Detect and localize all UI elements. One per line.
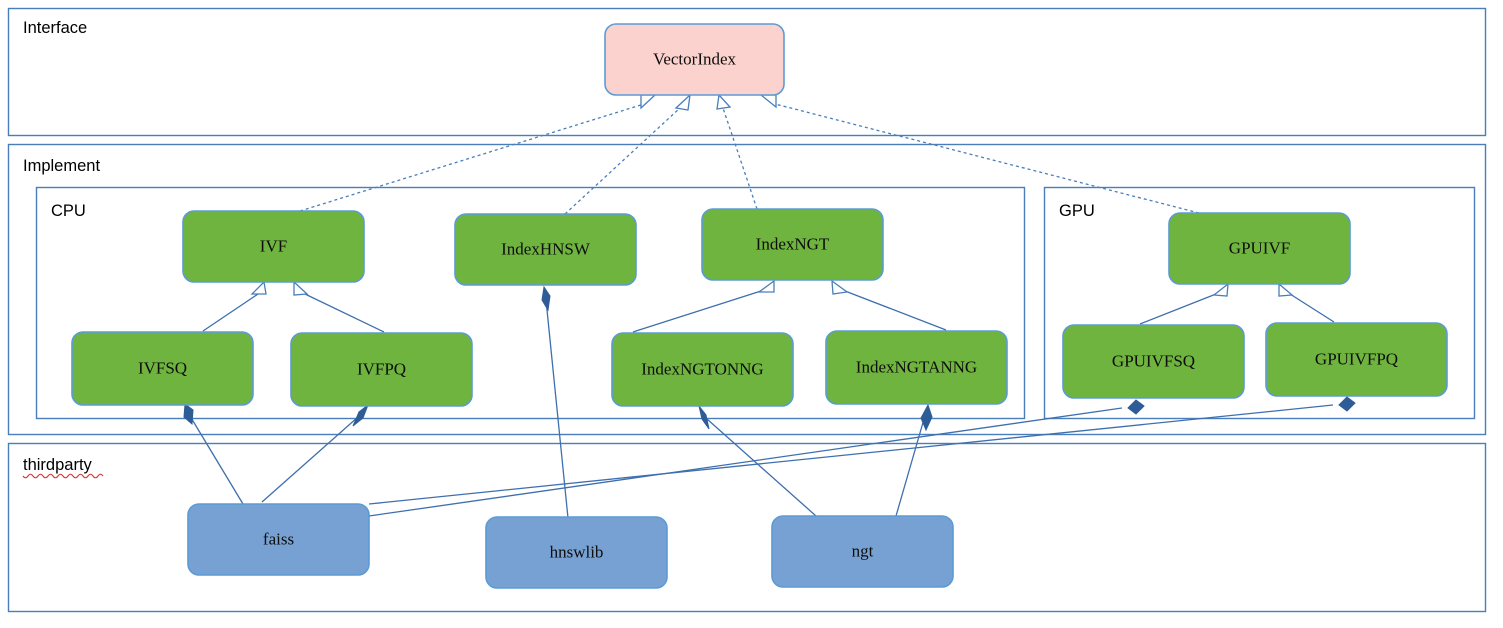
diamond-faiss-to-gpuivfpq xyxy=(1338,396,1356,412)
node-gpuivfsq[interactable]: GPUIVFSQ xyxy=(1062,324,1245,399)
node-box-gpuivfpq[interactable] xyxy=(1265,322,1448,397)
node-box-ivfpq[interactable] xyxy=(290,332,473,407)
arrowhead-ivfpq-to-ivf xyxy=(293,280,309,296)
edge-ngt-to-indexngtanng xyxy=(895,418,925,517)
node-indexngtonng[interactable]: IndexNGTONNG xyxy=(611,332,794,407)
node-vectorindex[interactable]: VectorIndex xyxy=(604,23,785,96)
node-box-hnswlib[interactable] xyxy=(485,516,668,589)
group-box-interface xyxy=(7,7,1487,137)
edge-ngt-to-indexngtonng xyxy=(706,418,817,517)
group-box-implement xyxy=(7,143,1487,436)
node-box-ngt[interactable] xyxy=(771,515,954,588)
group-box-thirdparty xyxy=(7,442,1487,613)
edges-realization xyxy=(299,93,1200,215)
node-label-indexhnsw: IndexHNSW xyxy=(501,239,591,258)
edge-indexngtanng-to-indexngt xyxy=(844,290,947,331)
edge-indexngtonng-to-indexngt xyxy=(632,290,762,333)
group-containers xyxy=(7,7,1487,613)
edges-composition xyxy=(183,285,1356,519)
node-box-indexngt[interactable] xyxy=(701,208,884,281)
node-label-ivfsq: IVFSQ xyxy=(138,358,187,377)
node-indexhnsw[interactable]: IndexHNSW xyxy=(454,213,637,286)
node-box-gpuivfsq[interactable] xyxy=(1062,324,1245,399)
node-label-hnswlib: hnswlib xyxy=(550,542,604,561)
arrowhead-gpuivf-to-vectorindex xyxy=(759,94,777,109)
node-faiss[interactable]: faiss xyxy=(187,503,370,576)
arrowhead-ivfsq-to-ivf xyxy=(250,280,267,295)
node-box-vectorindex[interactable] xyxy=(604,23,785,96)
node-label-indexngtanng: IndexNGTANNG xyxy=(856,357,977,376)
edge-ivfpq-to-ivf xyxy=(304,293,385,333)
edge-gpuivfpq-to-gpuivf xyxy=(1289,293,1335,323)
edge-faiss-to-ivfsq xyxy=(189,415,244,505)
arrowhead-gpuivfpq-to-gpuivf xyxy=(1278,282,1294,297)
node-box-indexhnsw[interactable] xyxy=(454,213,637,286)
node-box-indexngtanng[interactable] xyxy=(825,330,1008,405)
diamond-faiss-to-gpuivfsq xyxy=(1127,399,1145,415)
edge-gpuivfsq-to-gpuivf xyxy=(1139,293,1217,325)
spellcheck-underline-thirdparty xyxy=(22,473,104,479)
node-ivf[interactable]: IVF xyxy=(182,210,365,283)
arrowhead-indexngtonng-to-indexngt xyxy=(757,279,775,293)
node-ngt[interactable]: ngt xyxy=(771,515,954,588)
node-ivfsq[interactable]: IVFSQ xyxy=(71,331,254,406)
node-gpuivfpq[interactable]: GPUIVFPQ xyxy=(1265,322,1448,397)
arrowhead-indexhnsw-to-vectorindex xyxy=(674,93,691,111)
group-labels: Interface Implement CPU GPU thirdparty xyxy=(22,19,1095,479)
edges-inheritance xyxy=(202,279,1335,333)
node-label-ivfpq: IVFPQ xyxy=(357,359,406,378)
group-label-interface: Interface xyxy=(23,19,87,37)
node-hnswlib[interactable]: hnswlib xyxy=(485,516,668,589)
node-box-faiss[interactable] xyxy=(187,503,370,576)
arrowhead-ivf-to-vectorindex xyxy=(640,94,657,110)
edge-ivfsq-to-ivf xyxy=(202,293,259,332)
diamond-faiss-to-ivfpq xyxy=(352,403,370,427)
group-box-cpu xyxy=(35,186,1026,420)
node-box-ivf[interactable] xyxy=(182,210,365,283)
group-label-implement: Implement xyxy=(23,157,100,175)
edge-ivf-to-vectorindex xyxy=(299,103,645,212)
diamond-ngt-to-indexngtonng xyxy=(698,405,710,430)
node-box-gpuivf[interactable] xyxy=(1168,212,1351,285)
edge-faiss-to-gpuivfsq xyxy=(368,407,1123,517)
edge-indexngt-to-vectorindex xyxy=(722,107,758,210)
group-label-thirdparty: thirdparty xyxy=(23,456,93,474)
group-box-gpu xyxy=(1043,186,1476,420)
node-label-indexngtonng: IndexNGTONNG xyxy=(641,359,763,378)
node-label-vectorindex: VectorIndex xyxy=(653,49,737,68)
edge-faiss-to-ivfpq xyxy=(261,416,359,503)
node-label-gpuivf: GPUIVF xyxy=(1229,238,1290,257)
group-label-cpu: CPU xyxy=(51,202,86,220)
diamond-hnswlib-to-indexhnsw xyxy=(541,285,551,312)
arrowhead-indexngt-to-vectorindex xyxy=(716,93,732,110)
diamond-faiss-to-ivfsq xyxy=(183,403,194,426)
node-label-ngt: ngt xyxy=(852,541,874,560)
edge-indexhnsw-to-vectorindex xyxy=(564,107,681,215)
edge-hnswlib-to-indexhnsw xyxy=(545,299,569,519)
arrowhead-gpuivfsq-to-gpuivf xyxy=(1212,282,1229,297)
arrowhead-indexngtanng-to-indexngt xyxy=(831,279,849,295)
node-label-faiss: faiss xyxy=(263,529,294,548)
group-label-gpu: GPU xyxy=(1059,202,1095,220)
node-indexngt[interactable]: IndexNGT xyxy=(701,208,884,281)
edge-gpuivf-to-vectorindex xyxy=(774,103,1200,214)
node-box-indexngtonng[interactable] xyxy=(611,332,794,407)
node-gpuivf[interactable]: GPUIVF xyxy=(1168,212,1351,285)
node-label-gpuivfsq: GPUIVFSQ xyxy=(1112,351,1195,370)
node-box-ivfsq[interactable] xyxy=(71,331,254,406)
node-label-indexngt: IndexNGT xyxy=(756,234,830,253)
node-label-ivf: IVF xyxy=(260,236,287,255)
edge-faiss-to-gpuivfpq xyxy=(368,404,1334,505)
diamond-ngt-to-indexngtanng xyxy=(920,403,933,432)
node-ivfpq[interactable]: IVFPQ xyxy=(290,332,473,407)
node-indexngtanng[interactable]: IndexNGTANNG xyxy=(825,330,1008,405)
node-label-gpuivfpq: GPUIVFPQ xyxy=(1315,349,1398,368)
